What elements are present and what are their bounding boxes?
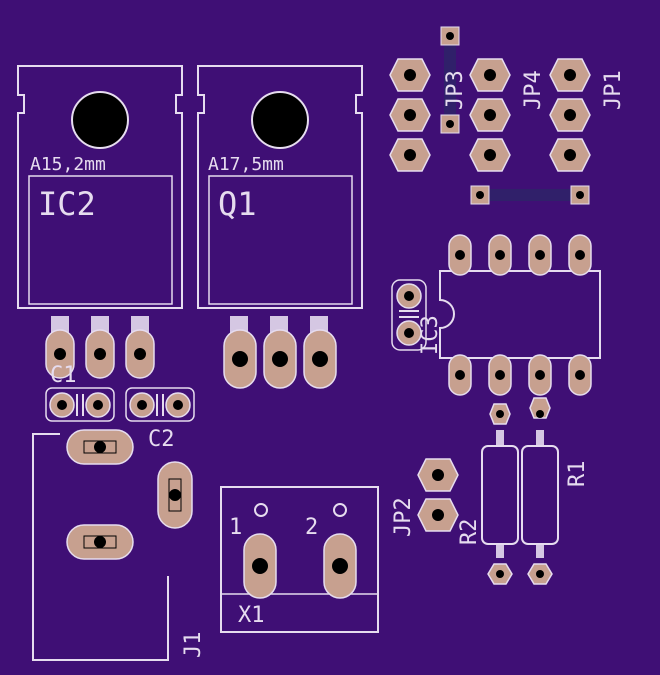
c2-outline	[125, 387, 195, 422]
ic2-body-outline	[28, 175, 173, 305]
x1-footprint: 1 2 X1	[220, 486, 379, 633]
ic2-value-label: A15,2mm	[30, 154, 106, 175]
x1-marker-2	[333, 503, 347, 517]
ic2-outline	[17, 65, 183, 309]
ic2-label: IC2	[38, 185, 96, 223]
x1-marker-1	[254, 503, 268, 517]
ic3-pad-top-1	[448, 234, 472, 276]
r1-lead-top	[536, 430, 544, 446]
q1-body-outline	[208, 175, 353, 305]
j1-footprint: J1	[32, 429, 206, 661]
ic2-pad-1	[45, 329, 75, 379]
jp2-pad-2	[417, 498, 459, 532]
r1-lead-bottom	[536, 544, 544, 558]
ic3-pad-bottom-4	[568, 354, 592, 396]
wire-bridge	[470, 185, 590, 205]
ic2-footprint: A15,2mm IC2	[17, 65, 183, 379]
x1-pad-1	[243, 533, 277, 599]
ic3-pad-bottom-2	[488, 354, 512, 396]
jp2-label: JP2	[391, 497, 416, 537]
ic3-outline	[439, 270, 601, 359]
c2-footprint: C2	[125, 387, 195, 452]
j1-label: J1	[181, 632, 206, 659]
r1-label: R1	[565, 461, 590, 488]
ic2-pad-3	[125, 329, 155, 379]
jp3-label: JP3	[443, 70, 468, 110]
q1-pad-1	[223, 329, 257, 389]
q1-footprint: A17,5mm Q1	[197, 65, 363, 389]
ic3-pad-bottom-1	[448, 354, 472, 396]
jp3-via-top	[440, 26, 460, 46]
q1-pad-3	[303, 329, 337, 389]
r2-pad-1	[489, 403, 511, 425]
x1-label: X1	[238, 603, 265, 628]
r2-pad-2	[487, 563, 513, 585]
c1-footprint: C1	[45, 363, 115, 422]
c2-pad-2	[165, 392, 191, 418]
x1-outline	[220, 486, 379, 633]
jp1-label: JP1	[601, 70, 626, 110]
bridge-via-right	[570, 185, 590, 205]
ic3-pad-bottom-3	[528, 354, 552, 396]
jp1-pad-2	[549, 98, 591, 132]
jp3-via-bottom	[440, 114, 460, 134]
j1-outline	[32, 433, 169, 661]
jp1-footprint: JP1	[549, 58, 626, 172]
bridge-via-left	[470, 185, 490, 205]
q1-pad-2	[263, 329, 297, 389]
c1-pad-1	[49, 392, 75, 418]
bridge-trace	[480, 189, 580, 201]
ic3-pad-top-3	[528, 234, 552, 276]
r1-footprint: R1	[521, 397, 590, 585]
j1-pad-1	[66, 429, 134, 465]
x1-pad-2	[323, 533, 357, 599]
jp3-pad-2	[389, 98, 431, 132]
j1-pad-3	[157, 461, 193, 529]
ic3-footprint: IC3	[418, 234, 601, 396]
x1-pin2-label: 2	[305, 515, 318, 540]
jp4-pad-2	[469, 98, 511, 132]
x1-pin1-label: 1	[229, 515, 242, 540]
jp4-label: JP4	[521, 70, 546, 110]
jp4-pad-1	[469, 58, 511, 92]
cap-ic3-pad-2	[396, 320, 422, 346]
c1-label: C1	[50, 363, 77, 388]
q1-outline	[197, 65, 363, 309]
q1-mounting-hole	[251, 91, 309, 149]
cap-ic3-outline	[391, 279, 427, 351]
ic2-mounting-hole	[71, 91, 129, 149]
jp4-footprint: JP4	[469, 58, 546, 172]
jp1-pad-1	[549, 58, 591, 92]
cap-ic3-footprint	[391, 279, 427, 351]
jp2-footprint: JP2	[391, 458, 459, 537]
jp2-pad-1	[417, 458, 459, 492]
r1-pad-1	[529, 397, 551, 419]
jp1-pad-3	[549, 138, 591, 172]
jp3-pad-3	[389, 138, 431, 172]
r2-label: R2	[457, 519, 482, 546]
ic3-pad-top-4	[568, 234, 592, 276]
jp3-pad-1	[389, 58, 431, 92]
q1-value-label: A17,5mm	[208, 154, 284, 175]
j1-pad-2	[66, 524, 134, 560]
ic3-pad-top-2	[488, 234, 512, 276]
cap-ic3-pad-1	[396, 283, 422, 309]
ic2-pad-2	[85, 329, 115, 379]
jp4-pad-3	[469, 138, 511, 172]
r2-footprint: R2	[457, 403, 519, 585]
r2-lead-top	[496, 430, 504, 446]
c2-label: C2	[148, 427, 175, 452]
r2-lead-bottom	[496, 544, 504, 558]
jp3-footprint: JP3	[389, 26, 468, 172]
q1-label: Q1	[218, 185, 257, 223]
c1-outline	[45, 387, 115, 422]
c1-pad-2	[85, 392, 111, 418]
jp3-trace	[444, 36, 456, 122]
r1-pad-2	[527, 563, 553, 585]
c2-pad-1	[129, 392, 155, 418]
